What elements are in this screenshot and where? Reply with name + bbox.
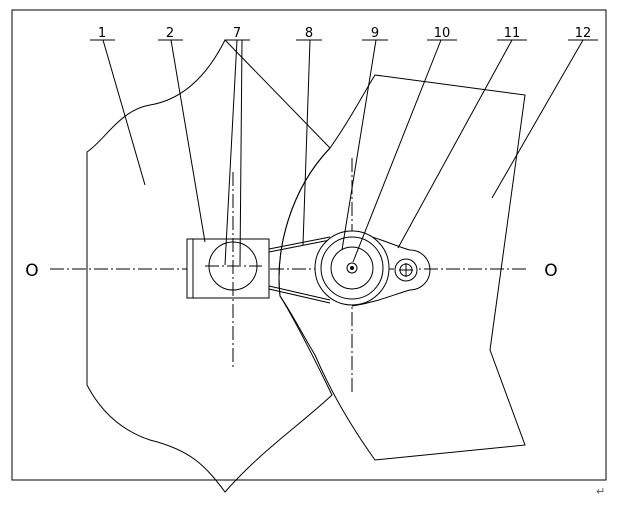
label-8: 8	[305, 26, 313, 41]
part-1-plate	[86, 39, 333, 493]
part-10-shaft	[346, 262, 358, 274]
label-2: 2	[166, 26, 174, 41]
axis-label-left: O	[25, 261, 38, 281]
label-7: 7	[233, 26, 241, 41]
part-11-lever	[351, 231, 431, 307]
label-9: 9	[371, 26, 379, 41]
label-10: 10	[434, 26, 451, 41]
wheel-hub	[330, 246, 374, 290]
return-mark: ↵	[596, 485, 606, 498]
label-1: 1	[98, 26, 106, 41]
leader-lines	[90, 39, 598, 266]
part-9-wheel-inner	[320, 236, 384, 300]
label-12: 12	[575, 26, 592, 41]
axis-label-right: O	[544, 261, 557, 281]
shaft-center	[350, 266, 354, 270]
drawing-frame	[11, 9, 607, 481]
part-12-plate	[278, 74, 526, 461]
part-8-link	[268, 236, 331, 304]
label-11: 11	[504, 26, 521, 41]
